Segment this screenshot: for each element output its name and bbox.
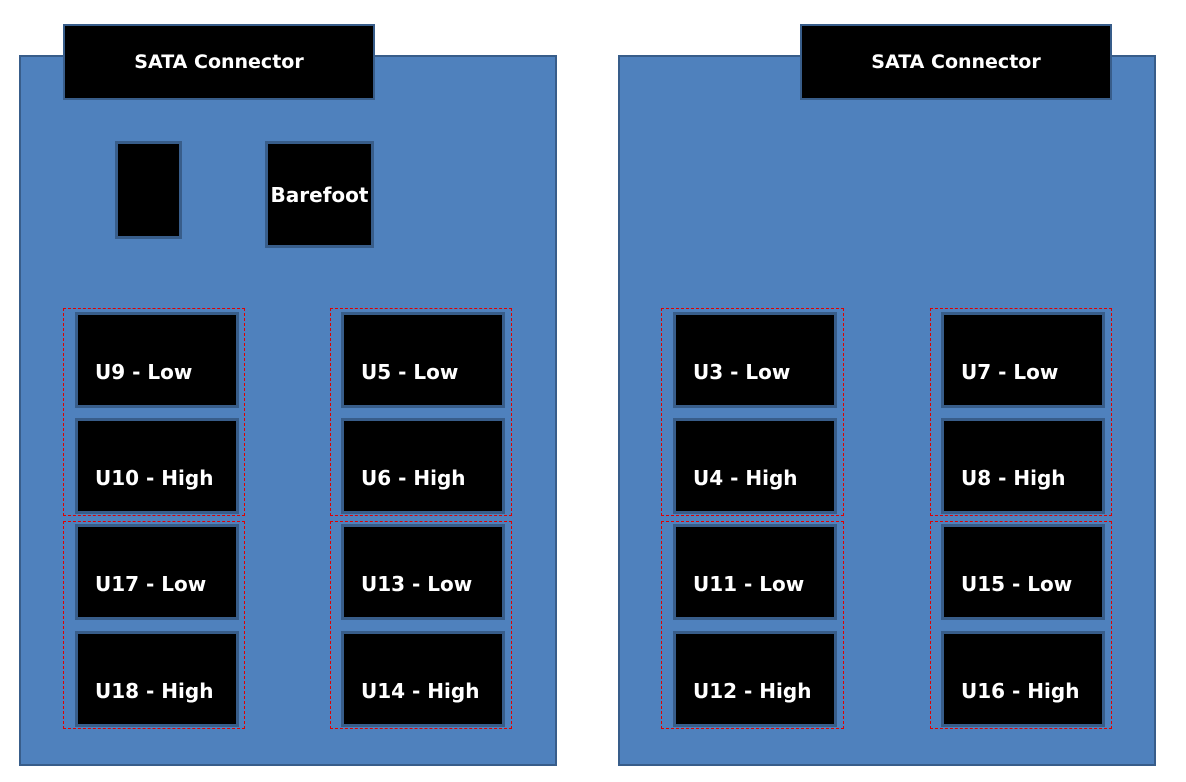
chip-u14: U14 - High: [341, 631, 505, 727]
left-small-chip: [115, 141, 182, 239]
chip-u15: U15 - Low: [941, 524, 1105, 620]
chip-u13: U13 - Low: [341, 524, 505, 620]
chip-u4: U4 - High: [673, 418, 837, 514]
chip-u5: U5 - Low: [341, 312, 505, 408]
chip-u7: U7 - Low: [941, 312, 1105, 408]
left-sata-connector: SATA Connector: [63, 24, 375, 100]
chip-u8: U8 - High: [941, 418, 1105, 514]
chip-u11: U11 - Low: [673, 524, 837, 620]
chip-u16: U16 - High: [941, 631, 1105, 727]
chip-u9: U9 - Low: [75, 312, 239, 408]
right-sata-connector: SATA Connector: [800, 24, 1112, 100]
chip-u18: U18 - High: [75, 631, 239, 727]
barefoot-controller-chip: Barefoot: [265, 141, 374, 248]
chip-u12: U12 - High: [673, 631, 837, 727]
chip-u6: U6 - High: [341, 418, 505, 514]
chip-u3: U3 - Low: [673, 312, 837, 408]
chip-u10: U10 - High: [75, 418, 239, 514]
chip-u17: U17 - Low: [75, 524, 239, 620]
